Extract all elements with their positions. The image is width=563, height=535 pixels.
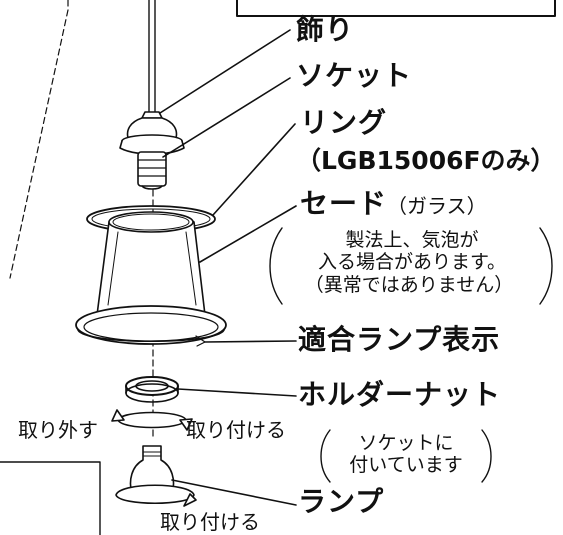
nut-note-right-bracket [481,429,492,483]
dashed-guide-left [9,0,69,279]
shade-note-right-bracket [539,227,553,305]
label-attach-nut: 取り付ける [186,418,286,442]
shade-title-group: セード（ガラス） [300,190,487,218]
label-remove: 取り外す [18,418,98,442]
leader-holder-nut [177,388,297,397]
bottom-box-frame [0,461,101,535]
remove-arrow [117,411,187,429]
shade-note-left-bracket [269,227,283,305]
label-attach-lamp: 取り付ける [160,510,260,534]
decoration-cap [141,111,163,119]
leader-socket [162,77,291,158]
label-holder-nut: ホルダーナット [298,378,502,411]
top-box-frame [236,0,556,17]
leader-decoration [159,29,291,114]
leader-shade [199,205,297,263]
label-ring: リング [300,106,388,139]
label-shade: セード [300,187,388,220]
nut-note-line-1: ソケットに [358,432,454,454]
shade-note-line-2: 入る場合があります。 [317,251,507,274]
shade-note-line-3: （異常ではありません） [304,273,514,296]
leader-lamp [171,479,297,506]
attach-arrow [115,484,195,505]
leader-ring [212,123,296,216]
socket-thread [137,151,167,187]
nut-note: ソケットに 付いています [330,432,482,477]
shade-note-line-1: 製法上、気泡が [345,229,479,251]
nut-note-left-bracket [320,429,331,483]
shade-note: 製法上、気泡が 入る場合があります。 （異常ではありません） [282,229,542,296]
label-shade-paren: （ガラス） [387,194,487,218]
nut-note-line-2: 付いています [349,454,463,477]
label-lamp: ランプ [298,485,385,518]
label-decoration: 飾り [296,13,355,46]
cord [148,0,156,113]
label-socket: ソケット [296,59,413,92]
label-ring-note: （LGB15006Fのみ） [296,146,556,175]
label-lamp-indicator: 適合ランプ表示 [298,323,501,356]
leader-indicator [204,340,297,343]
